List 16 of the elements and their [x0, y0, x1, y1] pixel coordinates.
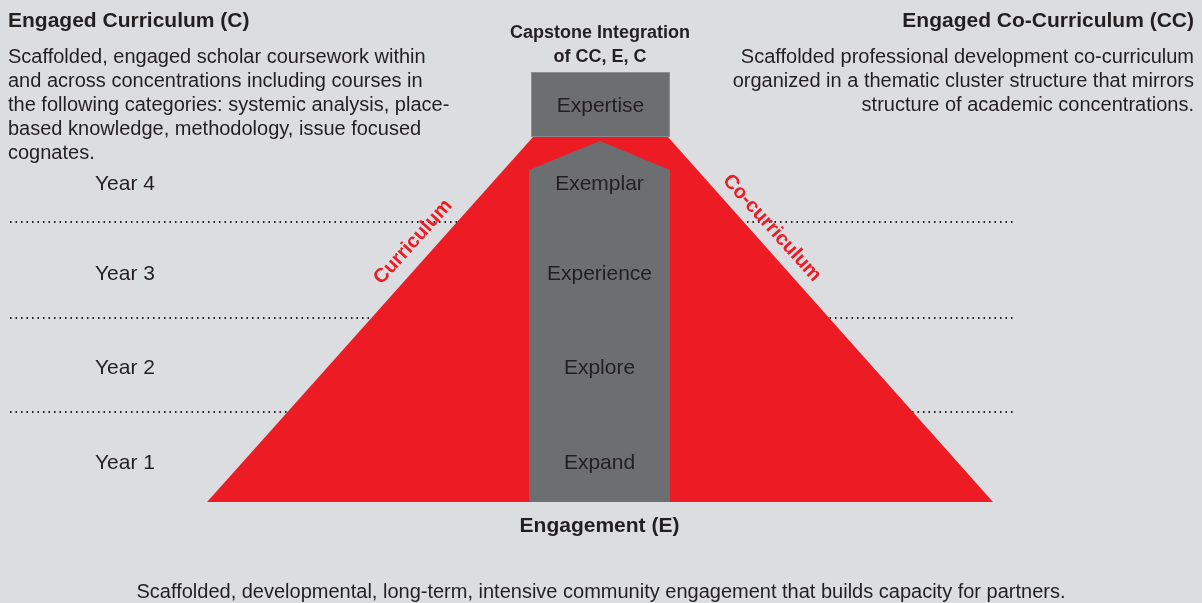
stage-label: Expand: [562, 450, 637, 474]
stage-label: Experience: [545, 261, 654, 285]
description-text: Scaffolded, engaged scholar coursework within and across concentrations including courses in the following categories: systemic analysis, place-based knowledge, methodology, issue focused cognates.: [8, 44, 451, 164]
expertise-box: Expertise: [531, 72, 670, 137]
year-label: Year 3: [95, 261, 156, 285]
stage-label: Explore: [562, 355, 637, 379]
section-heading: Engaged Co-Curriculum (CC): [901, 8, 1194, 32]
stage-label: Exemplar: [554, 171, 645, 195]
capstone-heading: Capstone Integration of CC, E, C: [509, 21, 691, 68]
year-label: Year 2: [95, 355, 156, 379]
year-label: Year 4: [95, 171, 156, 195]
description-text: Scaffolded professional development co-curriculum organized in a thematic cluster structure that mirrors structure of academic concentrations.: [731, 44, 1194, 116]
section-heading: Engaged Curriculum (C): [8, 8, 251, 32]
footer-text: Scaffolded, developmental, long-term, intensive community engagement that builds capacity for partners.: [135, 579, 1067, 603]
year-label: Year 1: [95, 450, 156, 474]
engagement-heading: Engagement (E): [518, 513, 681, 537]
